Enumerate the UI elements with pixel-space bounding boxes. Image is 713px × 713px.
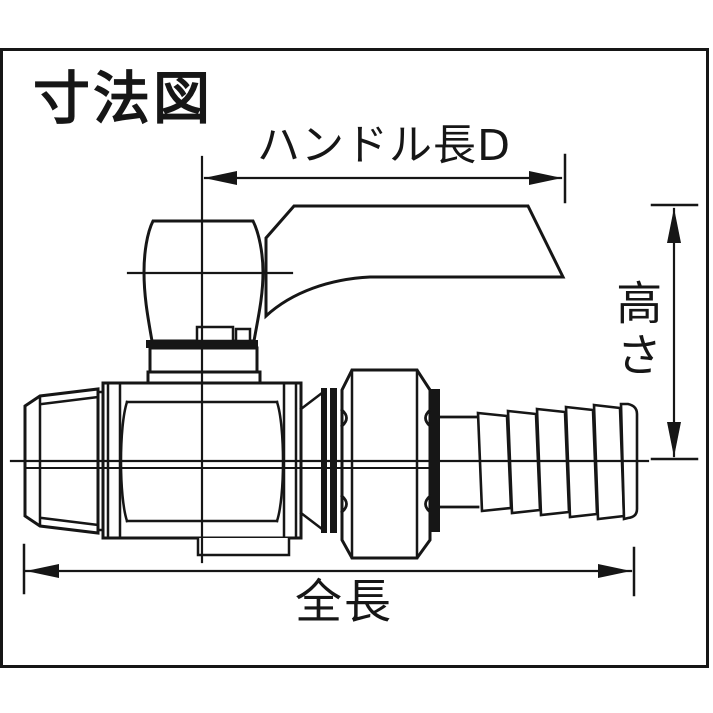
total-dim-arrow-right [598,564,631,578]
handle-lever [264,204,566,320]
handle-length-dim-label: ハンドル長D [257,121,512,171]
height-dim-arrow-up [667,208,681,243]
bonnet-base [146,370,262,385]
diagram-title: 寸法図 [33,66,213,132]
total-length-dimension [22,543,636,597]
height-dimension [650,203,699,461]
height-dim-label: 高さ [609,279,664,383]
valve-handle [142,204,566,343]
handle-length-dimension [203,153,567,204]
height-dim-arrow-down [667,422,681,457]
union-nut [299,368,440,560]
handle-knob [142,219,265,343]
bonnet [148,346,259,374]
total-length-dim-label: 全長 [295,575,393,630]
connector-thread-line-top [40,395,100,406]
hex-chamfer-arcs [340,408,432,514]
barb-stem [438,415,480,509]
connector-thread-line-bottom [40,516,100,527]
nut-cone-neck [299,391,324,531]
handle-dim-arrow-right [529,171,562,185]
diagram-frame-border [0,48,709,668]
stem-block-right [234,327,252,343]
valve-stem [146,325,262,385]
body-bottom-boss [196,536,291,557]
centerlines [9,155,650,564]
handle-dim-arrow-left [204,171,237,185]
total-dim-arrow-left [26,564,59,578]
